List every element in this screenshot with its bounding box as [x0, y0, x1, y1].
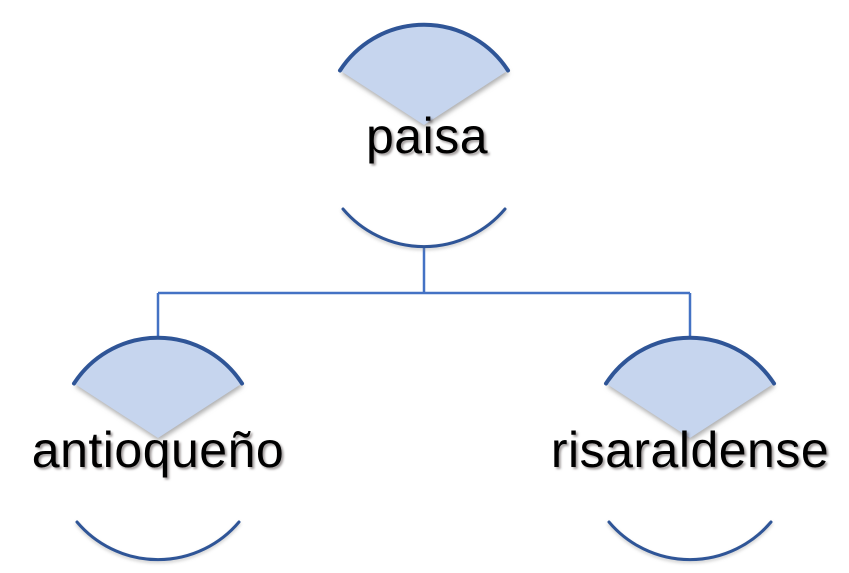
connectors — [156, 246, 692, 339]
fan-wedge-shape — [74, 337, 242, 438]
node-label-root: paisa — [366, 108, 488, 164]
fan-wedge-shape — [340, 24, 508, 125]
fan-wedge-shape — [606, 337, 774, 438]
lower-arc-stroke — [75, 520, 241, 562]
node-child-left: antioqueño — [32, 335, 284, 562]
node-label-child-right: risaraldense — [551, 422, 829, 478]
node-root: paisa — [338, 22, 510, 249]
lower-arc-stroke — [341, 207, 507, 249]
fan-arc-stroke — [604, 335, 776, 386]
node-child-right: risaraldense — [551, 335, 829, 562]
fan-arc-stroke — [338, 22, 510, 73]
node-label-child-left: antioqueño — [32, 422, 284, 478]
lower-arc-stroke — [607, 520, 773, 562]
fan-arc-stroke — [72, 335, 244, 386]
